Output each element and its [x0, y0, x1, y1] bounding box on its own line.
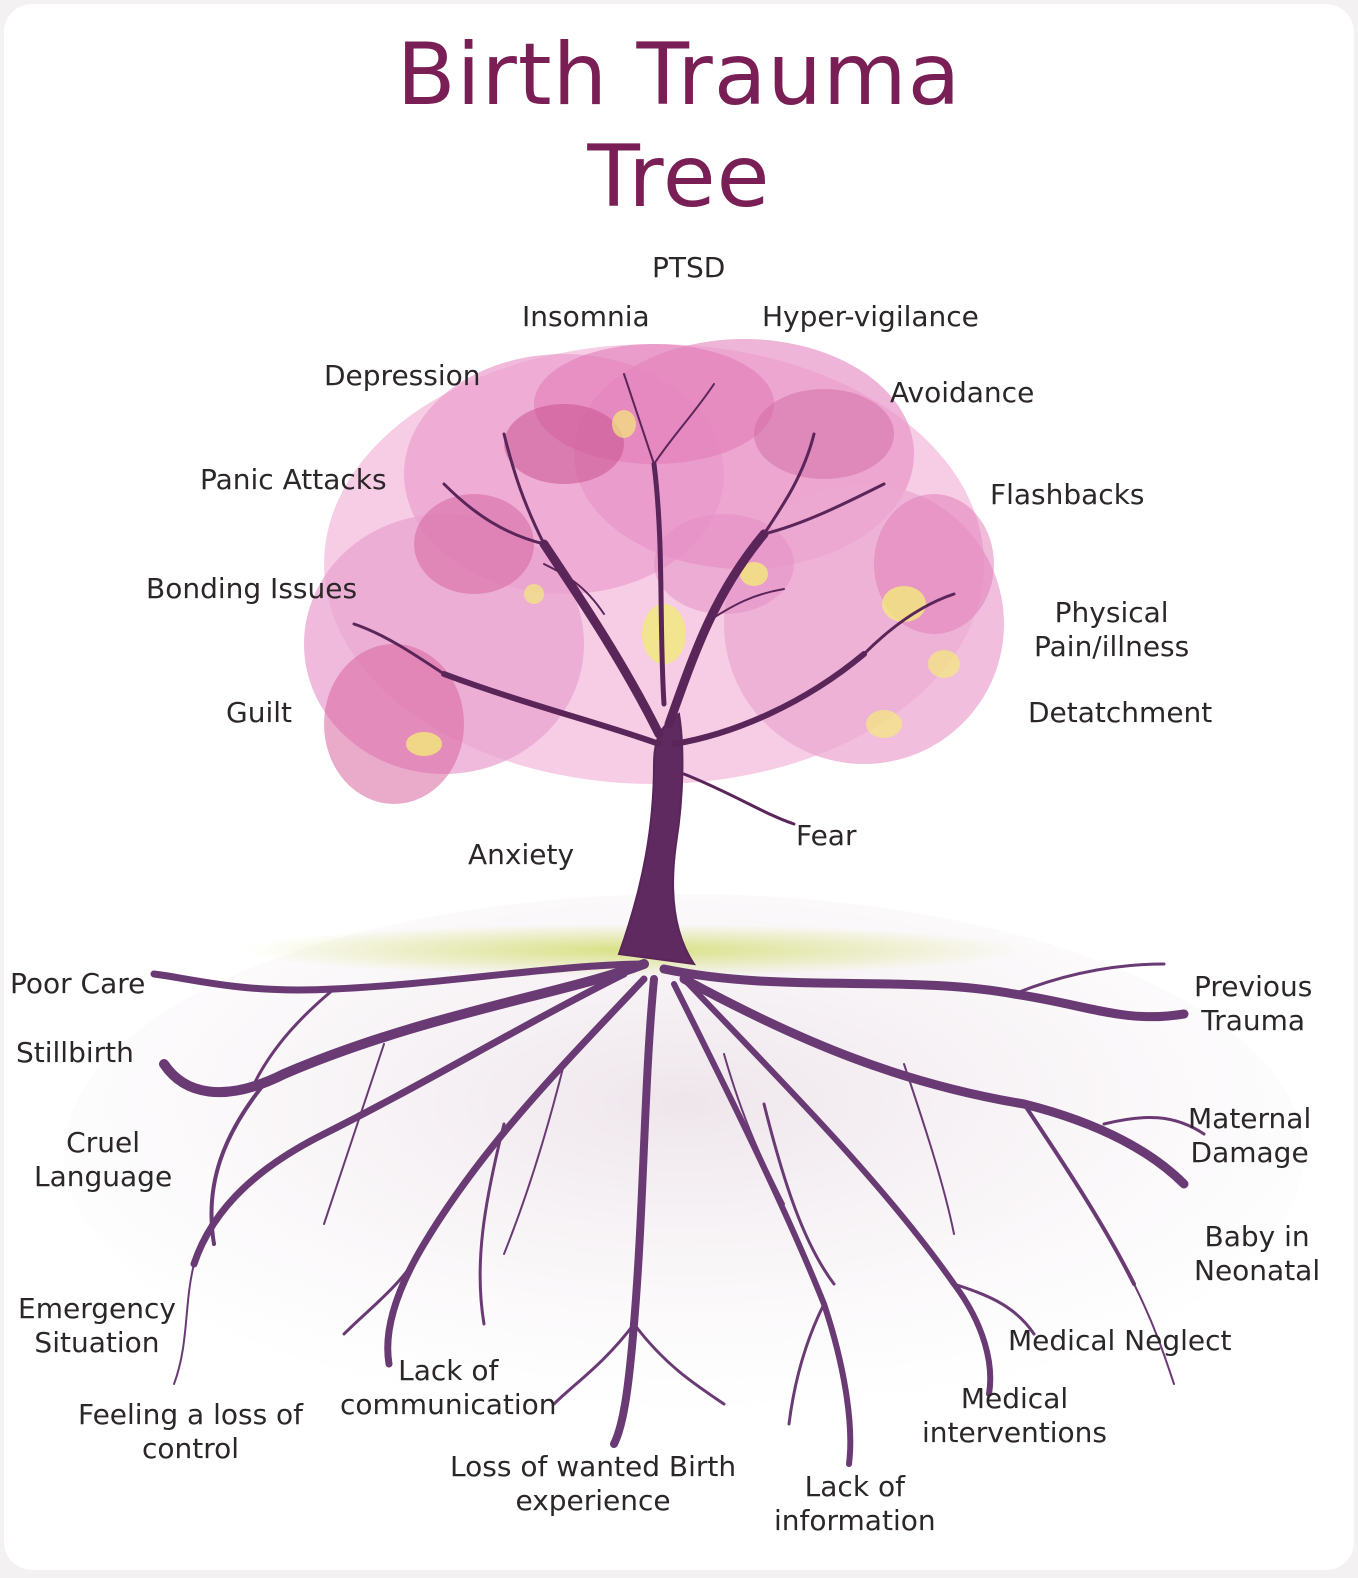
root-label-loss-of-wanted-birth-experience: Loss of wanted Birth experience: [450, 1450, 737, 1517]
branch-label-physical-pain-illness: Physical Pain/illness: [1034, 596, 1190, 663]
branch-label-hyper-vigilance: Hyper-vigilance: [762, 300, 979, 333]
title-line-1: Birth Trauma: [396, 25, 962, 125]
root-label-baby-in-neonatal: Baby in Neonatal: [1194, 1220, 1321, 1287]
root-label-stillbirth: Stillbirth: [16, 1036, 134, 1069]
branch-label-fear: Fear: [796, 819, 857, 852]
tree-illustration: [64, 339, 1304, 1467]
branch-label-anxiety: Anxiety: [468, 838, 575, 871]
branch-label-depression: Depression: [324, 359, 481, 392]
root-label-medical-neglect: Medical Neglect: [1008, 1324, 1232, 1357]
infographic: Birth Trauma Tree: [4, 4, 1354, 1570]
root-label-poor-care: Poor Care: [10, 967, 146, 1000]
root-label-feeling-loss-of-control: Feeling a loss of control: [78, 1398, 304, 1465]
branch-label-insomnia: Insomnia: [522, 300, 650, 333]
root-label-previous-trauma: Previous Trauma: [1194, 970, 1313, 1037]
root-label-medical-interventions: Medical interventions: [922, 1382, 1108, 1449]
branch-label-panic-attacks: Panic Attacks: [200, 463, 387, 496]
branch-label-guilt: Guilt: [226, 696, 292, 729]
branch-label-avoidance: Avoidance: [890, 376, 1035, 409]
root-label-lack-of-communication: Lack of communication: [340, 1354, 557, 1421]
soil-wash: [64, 894, 1304, 1414]
branch-label-bonding-issues: Bonding Issues: [146, 572, 358, 605]
branch-label-flashbacks: Flashbacks: [990, 478, 1145, 511]
root-label-maternal-damage: Maternal Damage: [1188, 1102, 1312, 1169]
root-label-cruel-language: Cruel Language: [34, 1126, 173, 1193]
branch-label-detatchment: Detatchment: [1028, 696, 1213, 729]
branch-label-ptsd: PTSD: [652, 251, 726, 284]
root-label-emergency-situation: Emergency Situation: [18, 1292, 176, 1359]
title-line-2: Tree: [587, 127, 771, 227]
roots: [150, 959, 1206, 1467]
root-label-lack-of-information: Lack of information: [774, 1470, 936, 1537]
trunk-and-branches: [352, 373, 956, 966]
